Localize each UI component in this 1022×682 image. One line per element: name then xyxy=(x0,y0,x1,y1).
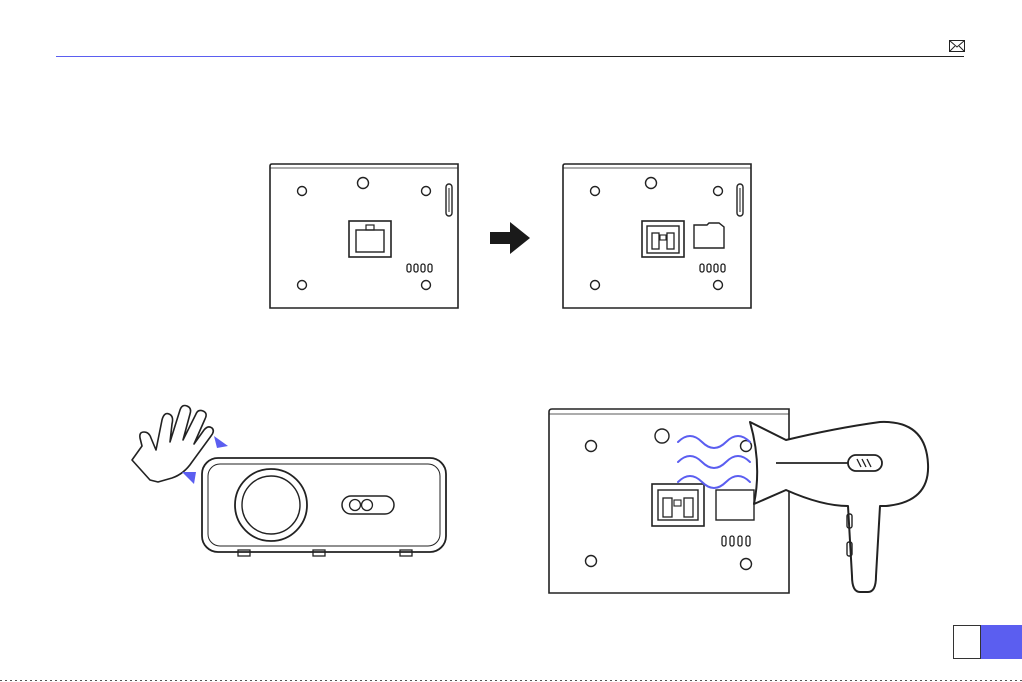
panel-after-illustration xyxy=(561,162,755,312)
projector-wipe-illustration xyxy=(122,398,452,560)
page-tab-accent[interactable] xyxy=(981,625,1022,659)
page-tab[interactable] xyxy=(953,625,981,659)
mail-icon[interactable] xyxy=(949,40,965,52)
hair-dryer-drying-illustration xyxy=(546,406,930,598)
right-arrow-icon xyxy=(488,220,532,256)
panel-before-illustration xyxy=(268,162,462,312)
header-rule-accent xyxy=(56,56,510,57)
header-rule xyxy=(510,56,964,57)
